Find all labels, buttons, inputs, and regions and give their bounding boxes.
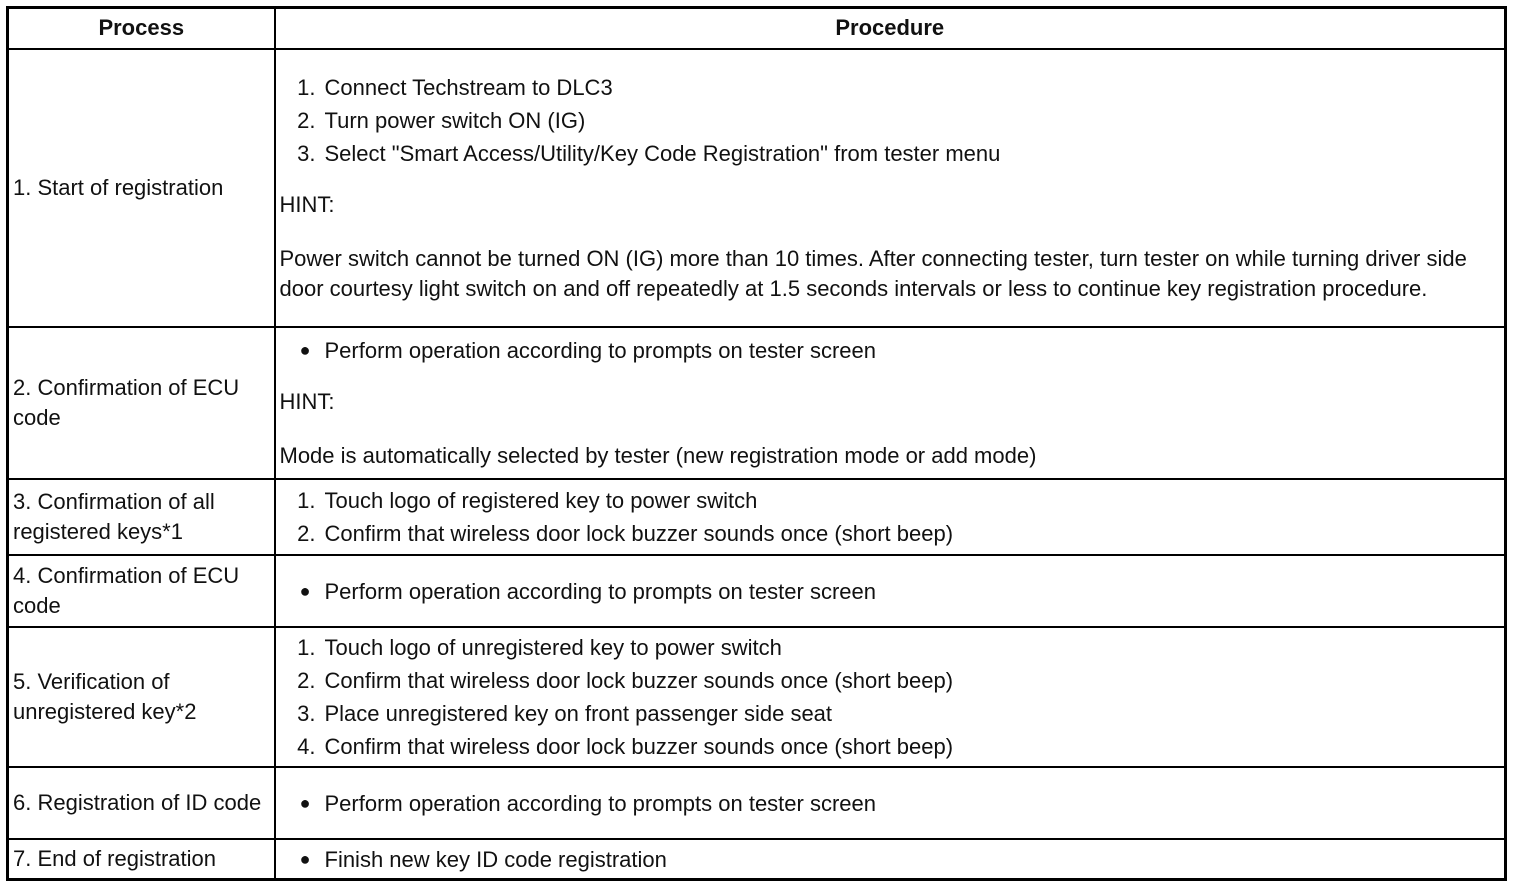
step-number: 1.: [297, 75, 316, 101]
step-text: Turn power switch ON (IG): [324, 108, 586, 134]
bullet-text: Finish new key ID code registration: [324, 846, 667, 872]
procedure-cell: ● Finish new key ID code registration: [273, 838, 1507, 881]
list-item: ● Perform operation according to prompts …: [280, 334, 1501, 367]
bullet-icon: ●: [299, 340, 311, 361]
hint-label: HINT:: [279, 192, 335, 218]
bullet-list: ● Perform operation according to prompts …: [280, 575, 1501, 608]
step-number: 2.: [297, 521, 316, 547]
table-row: 4. Confirmation of ECU code ● Perform ope…: [6, 554, 1507, 629]
bullet-list: ● Finish new key ID code registration: [280, 843, 1501, 876]
step-number: 1.: [297, 488, 316, 514]
bullet-text: Perform operation according to prompts o…: [324, 338, 877, 364]
bullet-icon: ●: [299, 580, 311, 601]
list-item: ● Perform operation according to prompts …: [280, 787, 1501, 820]
process-cell: 5. Verification of unregistered key*2: [6, 626, 276, 769]
list-item: 3. Place unregistered key on front passen…: [280, 697, 1501, 730]
list-item: 4. Confirm that wireless door lock buzzer…: [280, 730, 1501, 763]
step-text: Confirm that wireless door lock buzzer s…: [324, 734, 954, 760]
procedure-cell: ● Perform operation according to prompts …: [273, 554, 1507, 629]
hint-label: HINT:: [279, 389, 335, 415]
list-item: 2. Confirm that wireless door lock buzzer…: [280, 517, 1501, 550]
header-process: Process: [6, 6, 276, 50]
list-item: 2. Confirm that wireless door lock buzzer…: [280, 664, 1501, 697]
step-list: 1. Touch logo of unregistered key to powe…: [280, 631, 1501, 763]
bullet-icon: ●: [299, 792, 311, 813]
bullet-list: ● Perform operation according to prompts …: [280, 787, 1501, 820]
list-item: ● Perform operation according to prompts …: [280, 575, 1501, 608]
procedure-table: Process Procedure 1. Start of registrati…: [6, 6, 1507, 881]
step-number: 2.: [297, 108, 316, 134]
step-number: 3.: [297, 701, 316, 727]
table-row: 3. Confirmation of all registered keys*1…: [6, 478, 1507, 557]
list-item: ● Finish new key ID code registration: [280, 843, 1501, 876]
step-text: Confirm that wireless door lock buzzer s…: [324, 668, 954, 694]
process-cell: 2. Confirmation of ECU code: [6, 325, 276, 481]
step-number: 1.: [297, 635, 316, 661]
step-text: Select "Smart Access/Utility/Key Code Re…: [324, 141, 1001, 167]
list-item: 3. Select "Smart Access/Utility/Key Code …: [280, 137, 1501, 170]
step-text: Place unregistered key on front passenge…: [324, 701, 833, 727]
step-text: Touch logo of registered key to power sw…: [324, 488, 758, 514]
procedure-cell: 1. Connect Techstream to DLC3 2. Turn powe…: [273, 47, 1507, 328]
list-item: 1. Connect Techstream to DLC3: [280, 71, 1501, 104]
bullet-list: ● Perform operation according to prompts …: [280, 334, 1501, 367]
step-list: 1. Touch logo of registered key to power …: [280, 484, 1501, 550]
step-text: Connect Techstream to DLC3: [324, 75, 613, 101]
procedure-cell: ● Perform operation according to prompts …: [273, 325, 1507, 481]
process-cell: 1. Start of registration: [6, 47, 276, 328]
procedure-cell: ● Perform operation according to prompts …: [273, 766, 1507, 841]
table-row: 2. Confirmation of ECU code ● Perform ope…: [6, 325, 1507, 481]
table-row: 6. Registration of ID code ● Perform oper…: [6, 766, 1507, 841]
step-number: 4.: [297, 734, 316, 760]
table-row: 7. End of registration ● Finish new key I…: [6, 838, 1507, 881]
table-row: 1. Start of registration 1. Connect Techs…: [6, 47, 1507, 328]
process-cell: 4. Confirmation of ECU code: [6, 554, 276, 629]
header-procedure: Procedure: [273, 6, 1507, 50]
table-header-row: Process Procedure: [6, 6, 1507, 50]
procedure-cell: 1. Touch logo of unregistered key to powe…: [273, 626, 1507, 769]
table-row: 5. Verification of unregistered key*2 1.…: [6, 626, 1507, 769]
procedure-cell: 1. Touch logo of registered key to power …: [273, 478, 1507, 557]
step-number: 3.: [297, 141, 316, 167]
bullet-icon: ●: [299, 848, 311, 869]
process-cell: 6. Registration of ID code: [6, 766, 276, 841]
step-number: 2.: [297, 668, 316, 694]
step-text: Touch logo of unregistered key to power …: [324, 635, 782, 661]
bullet-text: Perform operation according to prompts o…: [324, 578, 877, 604]
process-cell: 7. End of registration: [6, 838, 276, 881]
list-item: 2. Turn power switch ON (IG): [280, 104, 1501, 137]
list-item: 1. Touch logo of registered key to power …: [280, 484, 1501, 517]
process-cell: 3. Confirmation of all registered keys*1: [6, 478, 276, 557]
hint-text: Mode is automatically selected by tester…: [279, 443, 1037, 469]
hint-text: Power switch cannot be turned ON (IG) mo…: [279, 246, 1467, 302]
bullet-text: Perform operation according to prompts o…: [324, 790, 877, 816]
step-text: Confirm that wireless door lock buzzer s…: [324, 521, 954, 547]
list-item: 1. Touch logo of unregistered key to powe…: [280, 631, 1501, 664]
step-list: 1. Connect Techstream to DLC3 2. Turn powe…: [280, 71, 1501, 170]
